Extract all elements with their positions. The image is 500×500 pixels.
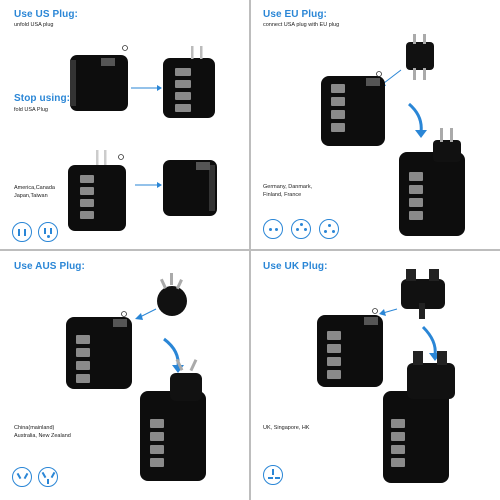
charger-with-usb-icon-uk — [317, 308, 383, 387]
outlet-type-b-icon — [38, 222, 58, 242]
stop-using-title: Stop using: — [14, 93, 71, 104]
charger-unfolded-icon — [163, 46, 215, 118]
outlet-type-a-icon — [12, 222, 32, 242]
us-region-text: America,Canada Japan,Taiwan — [14, 185, 55, 200]
uk-plug-illustration — [317, 269, 455, 483]
eu-plug-subtitle: connect USA plug with EU plug — [263, 22, 340, 28]
charger-with-usb-icon — [321, 71, 385, 146]
aus-region-text: China(mainland) Australia, New Zealand — [14, 425, 71, 440]
charger-folded-back-icon — [163, 160, 217, 216]
us-region-line-2: Japan,Taiwan — [14, 192, 48, 199]
outlet-type-g-icon — [263, 465, 283, 485]
outlet-type-e-icon — [291, 219, 311, 239]
charger-ports-icon — [68, 150, 126, 231]
us-plug-panel: Use US Plug: unfold USA plug Stop using:… — [0, 0, 249, 249]
aus-region-line-1: China(mainland) — [14, 425, 55, 431]
aus-adapter-icon — [157, 273, 187, 316]
aus-region-line-2: Australia, New Zealand — [14, 432, 71, 439]
stop-using-subtitle: fold USA Plug — [14, 107, 48, 113]
uk-plug-panel: Use UK Plug: UK, Singapore, HK — [251, 251, 500, 500]
aus-plug-title: Use AUS Plug: — [14, 261, 85, 272]
charger-with-aus-plug-icon — [140, 358, 206, 481]
eu-region-line-2: Finland, France — [263, 191, 302, 198]
uk-region-text: UK, Singapore, HK — [263, 425, 309, 433]
outlet-type-i-earth-icon — [38, 467, 58, 487]
uk-plug-title: Use UK Plug: — [263, 261, 328, 272]
eu-region-text: Germany, Danmark, Finland, France — [263, 184, 312, 199]
horizontal-divider — [0, 249, 500, 251]
aus-plug-panel: Use AUS Plug: China(mainland) Australia,… — [0, 251, 249, 500]
uk-region-line-1: UK, Singapore, HK — [263, 425, 310, 431]
charger-with-usb-icon-aus — [66, 311, 132, 389]
eu-plug-title: Use EU Plug: — [263, 9, 327, 20]
eu-plug-panel: Use EU Plug: connect USA plug with EU pl… — [251, 0, 500, 249]
outlet-type-i-icon — [12, 467, 32, 487]
outlet-type-f-icon — [319, 219, 339, 239]
charger-with-uk-plug-icon — [383, 351, 455, 483]
us-region-line-1: America,Canada — [14, 185, 55, 191]
us-plug-illustration — [68, 45, 217, 231]
eu-plug-illustration — [321, 34, 465, 236]
us-plug-title: Use US Plug: — [14, 9, 78, 20]
us-plug-subtitle: unfold USA plug — [14, 22, 54, 28]
charger-folded-icon — [70, 45, 128, 111]
charger-with-eu-plug-icon — [399, 128, 465, 236]
eu-adapter-icon — [406, 34, 434, 80]
aus-plug-illustration — [66, 273, 206, 481]
uk-adapter-icon — [401, 269, 445, 319]
outlet-type-c-icon — [263, 219, 283, 239]
eu-region-line-1: Germany, Danmark, — [263, 184, 313, 190]
